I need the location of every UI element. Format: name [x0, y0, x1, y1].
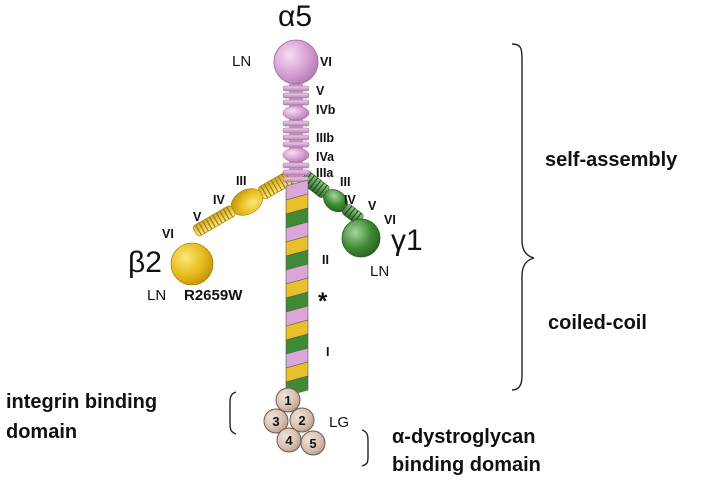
alpha-domain-iiia: IIIa — [316, 166, 334, 180]
lg-module-4-label: 4 — [285, 433, 293, 448]
beta-ln-globule — [170, 242, 214, 286]
coiled-coil-bracket — [511, 276, 523, 391]
self-assembly-label: self-assembly — [545, 149, 678, 171]
beta-domain-vi: VI — [162, 227, 174, 241]
lg-label: LG — [329, 414, 349, 431]
lg-module-1 — [275, 387, 301, 413]
dystroglycan-label-line1: α-dystroglycan — [392, 426, 535, 448]
alpha-domain-ivb: IVb — [316, 103, 336, 117]
lg-module-3 — [263, 408, 289, 434]
coiled-coil-helix — [285, 179, 309, 397]
alpha-ln-label: LN — [232, 53, 251, 70]
lg-module-5-label: 5 — [309, 436, 316, 451]
asterisk-marker: * — [318, 288, 328, 315]
gamma-chain-name: γ1 — [391, 224, 423, 257]
alpha-domain-iva: IVa — [316, 150, 335, 164]
integrin-label-line2: domain — [6, 421, 77, 443]
integrin-label-line1: integrin binding — [6, 391, 157, 413]
alpha-domain-iiib: IIIb — [316, 131, 334, 145]
coiled-coil-domain-i: I — [326, 345, 329, 359]
gamma-ln-globule — [341, 218, 381, 258]
dystroglycan-bracket — [361, 429, 369, 467]
coiled-coil-label: coiled-coil — [548, 312, 647, 334]
lg-module-3-label: 3 — [272, 414, 279, 429]
alpha-domain-v: V — [316, 84, 325, 98]
coiled-coil-domain-ii: II — [322, 253, 329, 267]
dystroglycan-label-line2: binding domain — [392, 454, 541, 476]
beta-domain-iii: III — [236, 174, 246, 188]
lg-module-1-label: 1 — [284, 393, 291, 408]
gamma-domain-vi: VI — [384, 213, 396, 227]
gamma-domain-iii: III — [340, 175, 350, 189]
gamma-domain-iv: IV — [344, 193, 356, 207]
alpha-ln-globule — [273, 39, 319, 85]
lg-module-5 — [300, 430, 326, 456]
gamma-domain-v: V — [368, 199, 377, 213]
lg-domain: 1 2 3 4 5 — [263, 387, 326, 456]
self-assembly-bracket — [511, 43, 535, 277]
beta-chain-name: β2 — [128, 246, 162, 279]
lg-module-2 — [289, 407, 315, 433]
alpha-domain-vi: VI — [320, 55, 332, 69]
integrin-bracket — [229, 391, 237, 435]
alpha-chain-name: α5 — [278, 0, 312, 33]
alpha-chain-arm — [273, 39, 319, 183]
beta-domain-v: V — [193, 210, 202, 224]
beta-chain-arm — [170, 170, 295, 286]
beta-domain-iv: IV — [213, 193, 225, 207]
beta-ln-label: LN — [147, 287, 166, 304]
lg-module-2-label: 2 — [298, 413, 305, 428]
mutation-label: R2659W — [184, 287, 243, 304]
gamma-ln-label: LN — [370, 263, 389, 280]
